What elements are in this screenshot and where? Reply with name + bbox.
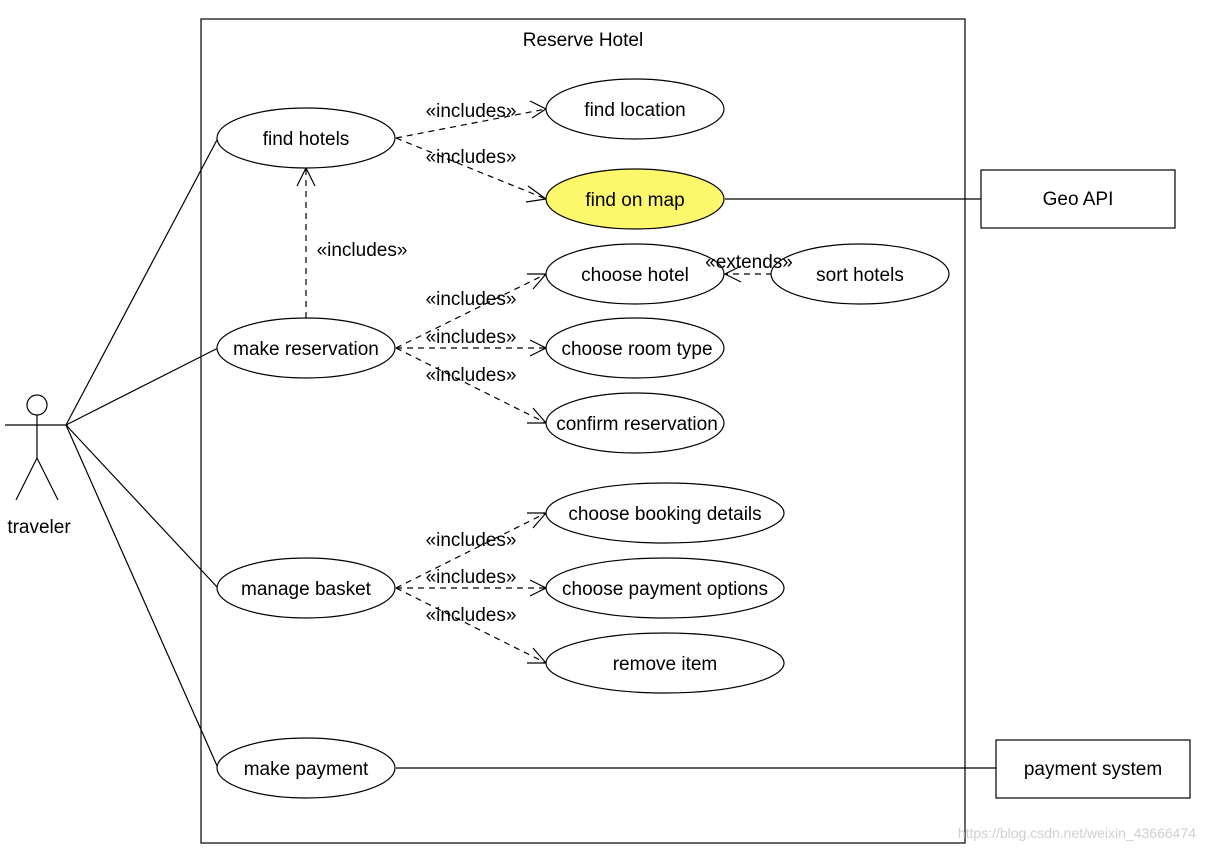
- use-case-make-reservation[interactable]: make reservation: [216, 317, 396, 379]
- use-case-label: make payment: [244, 759, 369, 780]
- use-case-find-hotels[interactable]: find hotels: [216, 107, 396, 169]
- actor-traveler[interactable]: traveler: [5, 394, 71, 538]
- use-case-ellipse: [545, 482, 785, 544]
- use-case-label: make reservation: [233, 339, 379, 360]
- actor-head: [26, 394, 48, 416]
- external-system-payment-system[interactable]: payment system: [995, 739, 1191, 799]
- use-case-find-location[interactable]: find location: [545, 78, 725, 140]
- use-case-ellipse: [545, 317, 725, 379]
- use-case-label: manage basket: [241, 579, 372, 600]
- use-case-ellipse: [545, 243, 725, 305]
- use-case-ellipse: [545, 78, 725, 140]
- use-case-label: choose payment options: [562, 579, 768, 600]
- include-find-hotels-find-location: [395, 108, 547, 139]
- includes-label-confirm-reservation: «includes»: [426, 365, 517, 386]
- use-case-choose-hotel[interactable]: choose hotel: [545, 243, 725, 305]
- includes-label-choose-room-type: «includes»: [426, 327, 517, 348]
- includes-label-find-hotels: «includes»: [317, 240, 408, 261]
- includes-label-choose-hotel: «includes»: [426, 289, 517, 310]
- use-case-ellipse: [770, 243, 950, 305]
- use-case-ellipse: [216, 737, 396, 799]
- use-case-ellipse: [216, 107, 396, 169]
- use-case-ellipse: [545, 632, 785, 694]
- include-make-reservation-confirm-reservation: [395, 347, 547, 424]
- include-make-reservation-choose-hotel: [395, 273, 547, 349]
- extends-label-sort-hotels: «extends»: [705, 252, 793, 273]
- system-title: Reserve Hotel: [523, 30, 643, 51]
- use-case-label: confirm reservation: [556, 414, 718, 435]
- payment-system-label: payment system: [1024, 759, 1162, 780]
- actor-left-leg: [15, 457, 38, 501]
- use-case-ellipse-highlighted: [545, 168, 725, 230]
- actor-right-leg: [36, 457, 59, 501]
- includes-label-choose-booking-details: «includes»: [426, 530, 517, 551]
- use-case-label: choose hotel: [581, 265, 689, 286]
- use-case-sort-hotels[interactable]: sort hotels: [770, 243, 950, 305]
- association-traveler-manage-basket: [65, 424, 219, 589]
- use-case-label: choose booking details: [568, 504, 761, 525]
- use-case-remove-item[interactable]: remove item: [545, 632, 785, 694]
- use-case-ellipse: [545, 392, 725, 454]
- use-case-label: sort hotels: [816, 265, 904, 286]
- use-case-ellipse: [216, 317, 396, 379]
- watermark-text: https://blog.csdn.net/weixin_43666474: [958, 825, 1196, 841]
- use-case-label: find hotels: [263, 129, 350, 150]
- association-traveler-make-reservation: [65, 347, 219, 426]
- includes-label-remove-item: «includes»: [426, 605, 517, 626]
- use-case-choose-payment-options[interactable]: choose payment options: [545, 557, 785, 619]
- geo-api-box: [980, 169, 1176, 229]
- use-case-ellipse: [545, 557, 785, 619]
- include-manage-basket-remove-item: [395, 587, 547, 664]
- use-case-find-on-map[interactable]: find on map: [545, 168, 725, 230]
- use-case-ellipse: [216, 557, 396, 619]
- external-system-geo-api[interactable]: Geo API: [980, 169, 1176, 229]
- association-traveler-make-payment: [65, 424, 219, 769]
- geo-api-label: Geo API: [1043, 189, 1114, 210]
- use-case-manage-basket[interactable]: manage basket: [216, 557, 396, 619]
- association-traveler-find-hotels: [65, 137, 219, 426]
- use-case-label: remove item: [613, 654, 718, 675]
- payment-system-box: [995, 739, 1191, 799]
- include-find-hotels-find-on-map: [395, 137, 547, 200]
- use-case-label: find on map: [585, 190, 684, 211]
- use-case-make-payment[interactable]: make payment: [216, 737, 396, 799]
- use-case-choose-room-type[interactable]: choose room type: [545, 317, 725, 379]
- include-manage-basket-choose-booking-details: [395, 512, 547, 589]
- use-case-choose-booking-details[interactable]: choose booking details: [545, 482, 785, 544]
- includes-label-find-on-map: «includes»: [426, 147, 517, 168]
- use-case-label: find location: [584, 100, 685, 121]
- includes-label-find-location: «includes»: [426, 101, 517, 122]
- actor-label: traveler: [7, 517, 71, 538]
- includes-label-choose-payment-options: «includes»: [426, 567, 517, 588]
- arrowhead: [723, 265, 742, 283]
- use-case-confirm-reservation[interactable]: confirm reservation: [545, 392, 725, 454]
- use-case-label: choose room type: [561, 339, 712, 360]
